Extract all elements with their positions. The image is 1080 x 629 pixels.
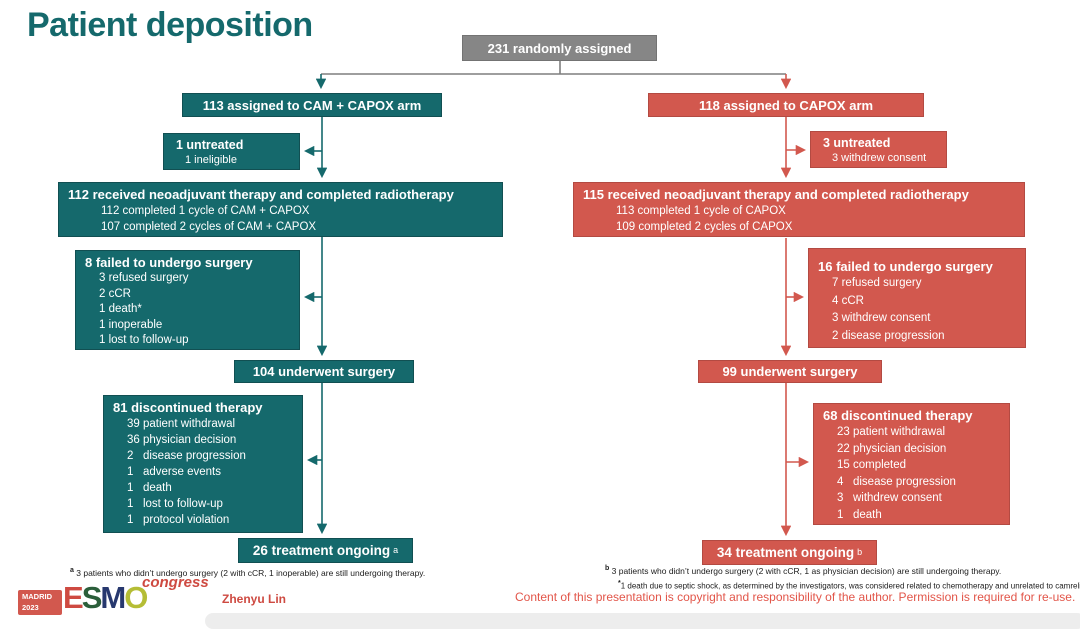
box-line: 2 disease progression — [832, 329, 945, 342]
ongoing-label: 34 treatment ongoing — [716, 545, 855, 560]
box-title: 115 received neoadjuvant therapy and com… — [583, 187, 969, 202]
box-line: 4 cCR — [832, 294, 864, 307]
box-right-untreated: 3 untreated 3 withdrew consent — [810, 131, 947, 168]
box-right-assigned: 118 assigned to CAPOX arm — [648, 93, 924, 117]
esmo-letter: S — [81, 580, 103, 615]
box-left-failed-surgery: 8 failed to undergo surgery 3 refused su… — [75, 250, 300, 350]
box-line: 3 withdrew consent — [832, 152, 927, 164]
box-line: 1 lost to follow-up — [99, 334, 189, 346]
box-line: 2 disease progression — [127, 450, 246, 462]
box-line: 1 death* — [99, 303, 142, 315]
box-left-neoadjuvant: 112 received neoadjuvant therapy and com… — [58, 182, 503, 237]
footnote-marker-a: a — [393, 544, 399, 555]
box-line: 23 patient withdrawal — [837, 426, 946, 438]
box-line: 7 refused surgery — [832, 277, 922, 289]
logo-year: 2023 — [22, 602, 39, 612]
box-title: 1 untreated — [176, 138, 244, 152]
box-line: 1 adverse events — [127, 466, 221, 478]
box-left-discontinued: 81 discontinued therapy 39 patient withd… — [103, 395, 303, 533]
box-line: 112 completed 1 cycle of CAM + CAPOX — [101, 205, 310, 217]
ongoing-label: 26 treatment ongoing — [252, 543, 391, 558]
box-line: 3 withdrew consent — [832, 312, 931, 324]
box-line: 1 death — [837, 508, 882, 521]
footnote-a: a 3 patients who didn’t undergo surgery … — [70, 567, 425, 578]
esmo-letter: M — [100, 580, 126, 615]
box-title: 16 failed to undergo surgery — [818, 259, 993, 274]
box-right-neoadjuvant: 115 received neoadjuvant therapy and com… — [573, 182, 1025, 237]
teal-connectors — [303, 74, 328, 535]
box-left-assigned: 113 assigned to CAM + CAPOX arm — [182, 93, 442, 117]
footnote-marker: b — [605, 565, 610, 572]
esmo-madrid-badge: MADRID 2023 — [18, 590, 62, 615]
copyright-notice: Content of this presentation is copyrigh… — [515, 590, 1076, 604]
box-line: 4 disease progression — [837, 475, 956, 488]
box-title: 3 untreated — [823, 136, 891, 150]
box-right-failed-surgery: 16 failed to undergo surgery 7 refused s… — [808, 248, 1026, 348]
box-right-treatment-ongoing: 34 treatment ongoing b — [702, 540, 877, 565]
footnote-marker: * — [618, 580, 621, 587]
box-randomly-assigned: 231 randomly assigned — [462, 35, 657, 61]
box-right-underwent-surgery: 99 underwent surgery — [698, 360, 882, 383]
box-left-treatment-ongoing: 26 treatment ongoing a — [238, 538, 413, 563]
red-connectors — [780, 74, 810, 537]
footnote-text: 3 patients who didn’t undergo surgery (2… — [609, 565, 1002, 576]
congress-label: congress — [142, 574, 209, 591]
page-title: Patient deposition — [27, 6, 313, 44]
esmo-letter: E — [63, 580, 84, 615]
box-line: 1 death — [127, 482, 172, 494]
box-title: 8 failed to undergo surgery — [85, 255, 253, 270]
gray-connectors — [321, 61, 786, 75]
box-line: 1 protocol violation — [127, 514, 230, 526]
footnote-marker: a — [70, 567, 74, 574]
box-line: 1 inoperable — [99, 318, 163, 331]
box-line: 15 completed — [837, 459, 907, 471]
bottom-bar — [205, 613, 1080, 629]
box-left-underwent-surgery: 104 underwent surgery — [234, 360, 414, 383]
box-title: 68 discontinued therapy — [823, 408, 973, 423]
box-line: 39 patient withdrawal — [127, 418, 236, 430]
box-line: 22 physician decision — [837, 442, 947, 455]
box-left-untreated: 1 untreated 1 ineligible — [163, 133, 300, 170]
box-title: 112 received neoadjuvant therapy and com… — [68, 187, 454, 202]
box-line: 1 ineligible — [185, 154, 237, 166]
footnote-star: *1 death due to septic shock, as determi… — [618, 580, 1080, 591]
box-line: 109 completed 2 cycles of CAPOX — [616, 221, 793, 233]
esmo-letter: O — [124, 580, 148, 615]
box-line: 113 completed 1 cycle of CAPOX — [616, 205, 786, 217]
box-right-discontinued: 68 discontinued therapy 23 patient withd… — [813, 403, 1010, 525]
box-line: 2 cCR — [99, 287, 131, 300]
presenter-name: Zhenyu Lin — [222, 592, 286, 606]
footnote-b: b 3 patients who didn’t undergo surgery … — [605, 565, 1001, 576]
box-line: 107 completed 2 cycles of CAM + CAPOX — [101, 221, 317, 233]
esmo-logo: ESMO — [63, 580, 148, 616]
box-line: 3 withdrew consent — [837, 492, 942, 504]
box-title: 81 discontinued therapy — [113, 400, 263, 415]
footnote-text: 1 death due to septic shock, as determin… — [620, 581, 1080, 591]
box-line: 1 lost to follow-up — [127, 498, 223, 510]
box-line: 3 refused surgery — [99, 272, 189, 284]
logo-city: MADRID — [22, 592, 52, 601]
box-line: 36 physician decision — [127, 434, 237, 446]
footnote-marker-b: b — [857, 546, 863, 557]
footnote-text: 3 patients who didn’t undergo surgery (2… — [73, 567, 426, 578]
